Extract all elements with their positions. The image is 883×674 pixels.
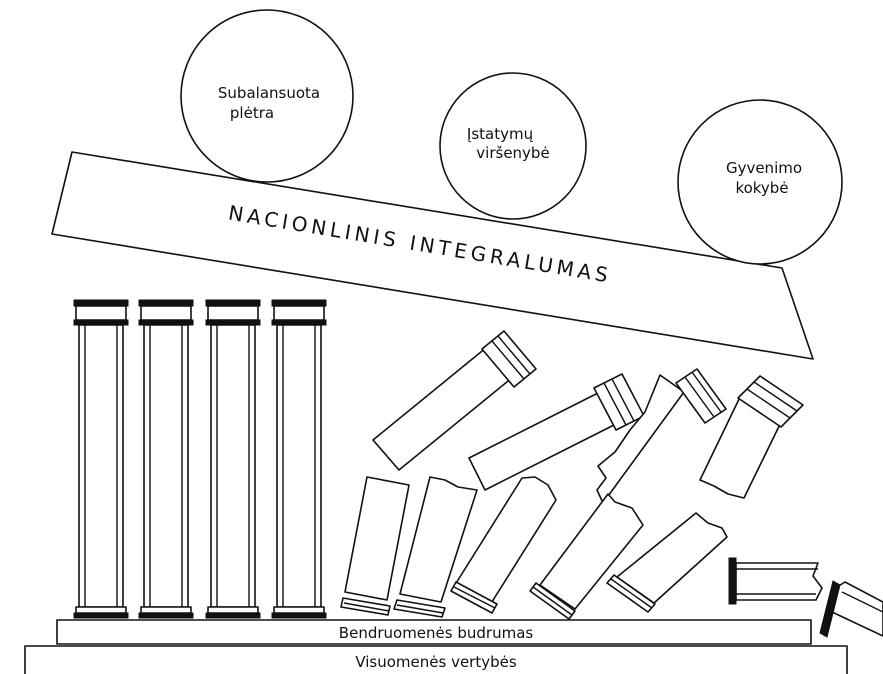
sphere-3-line2: kokybė [735, 179, 788, 197]
base-slab-lower [24, 645, 848, 674]
fallen-column-8 [529, 493, 644, 620]
fallen-column-11 [819, 580, 883, 638]
sphere-gyvenimo: Gyvenimo kokybė [677, 99, 843, 265]
fallen-column-7 [450, 476, 557, 614]
sphere-3-line1: Gyvenimo [726, 159, 802, 177]
sphere-1-line1: Subalansuota [218, 84, 320, 102]
fallen-column-9 [606, 512, 728, 613]
standing-column-1 [73, 299, 129, 619]
sphere-istatymu: Įstatymų viršenybė [439, 72, 587, 220]
fallen-column-6 [393, 476, 478, 618]
base-upper-label: Bendruomenės budrumas [339, 624, 534, 642]
sphere-2-line1: Įstatymų [467, 125, 534, 143]
standing-column-2 [138, 299, 194, 619]
sphere-1-line2: plėtra [230, 104, 274, 122]
standing-column-3 [205, 299, 261, 619]
base-slab-upper [56, 619, 812, 645]
base-lower-label: Visuomenės vertybės [355, 653, 517, 671]
beam-slab [51, 151, 814, 360]
fallen-column-4 [699, 375, 804, 499]
fallen-column-3 [596, 368, 727, 504]
fallen-column-10 [728, 557, 823, 605]
fallen-column-5 [340, 476, 410, 616]
sphere-subalansuota: Subalansuota plėtra [180, 9, 354, 183]
fallen-column-2 [468, 373, 645, 491]
sphere-2-line2: viršenybė [476, 144, 549, 162]
standing-column-4 [271, 299, 327, 619]
fallen-column-1 [372, 330, 537, 471]
